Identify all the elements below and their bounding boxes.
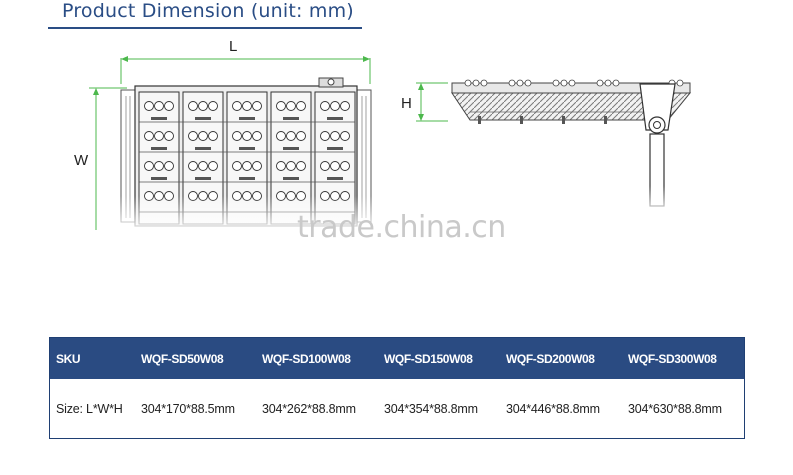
header-cell-model: WQF-SD150W08 — [384, 351, 473, 366]
header-cell-model: WQF-SD300W08 — [628, 351, 717, 366]
size-value: 304*262*88.8mm — [262, 401, 356, 416]
height-dimension — [416, 82, 448, 122]
spec-table: SKU WQF-SD50W08 WQF-SD100W08 WQF-SD150W0… — [49, 337, 745, 439]
fixture-front-view — [110, 77, 380, 234]
spec-table-header: SKU WQF-SD50W08 WQF-SD100W08 WQF-SD150W0… — [50, 338, 744, 379]
length-label: L — [229, 38, 237, 55]
watermark-text: trade.china.cn — [297, 210, 506, 245]
header-cell-model: WQF-SD200W08 — [506, 351, 595, 366]
dimension-drawing: L W — [74, 38, 692, 234]
section-title: Product Dimension (unit: mm) — [62, 0, 354, 22]
size-value: 304*170*88.5mm — [141, 401, 235, 416]
header-cell-sku: SKU — [56, 351, 81, 366]
header-cell-model: WQF-SD100W08 — [262, 351, 351, 366]
width-dimension — [89, 87, 127, 230]
table-row: Size: L*W*H 304*170*88.5mm 304*262*88.8m… — [50, 379, 744, 438]
title-underline — [48, 27, 362, 29]
width-label: W — [74, 152, 89, 169]
height-label: H — [401, 95, 412, 112]
length-dimension — [120, 56, 371, 84]
fixture-side-view — [451, 79, 692, 216]
row-label-size: Size: L*W*H — [56, 401, 123, 416]
header-cell-model: WQF-SD50W08 — [141, 351, 224, 366]
size-value: 304*630*88.8mm — [628, 401, 722, 416]
size-value: 304*446*88.8mm — [506, 401, 600, 416]
size-value: 304*354*88.8mm — [384, 401, 478, 416]
